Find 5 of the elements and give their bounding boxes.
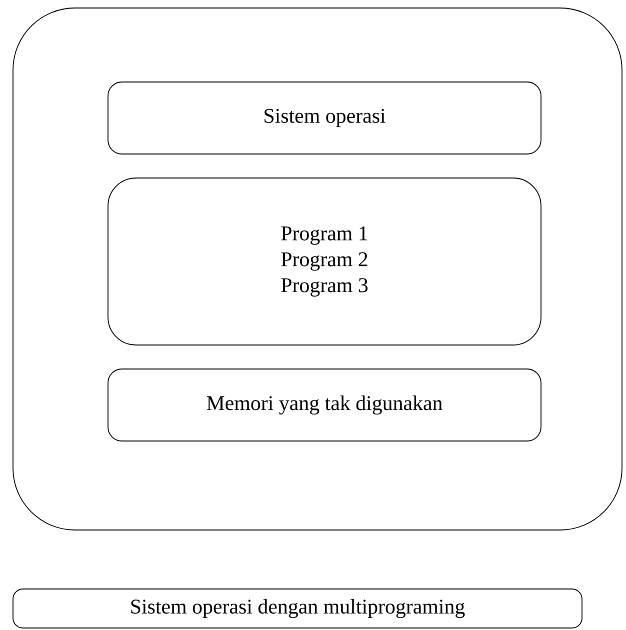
memory-frame xyxy=(12,8,622,530)
memory-box: Memori yang tak digunakan xyxy=(108,368,542,442)
memory-box: Program 1 Program 2 Program 3 xyxy=(108,178,542,346)
memory-box: Sistem operasi xyxy=(108,82,542,154)
caption-box: Sistem operasi dengan multiprograming xyxy=(12,588,582,628)
